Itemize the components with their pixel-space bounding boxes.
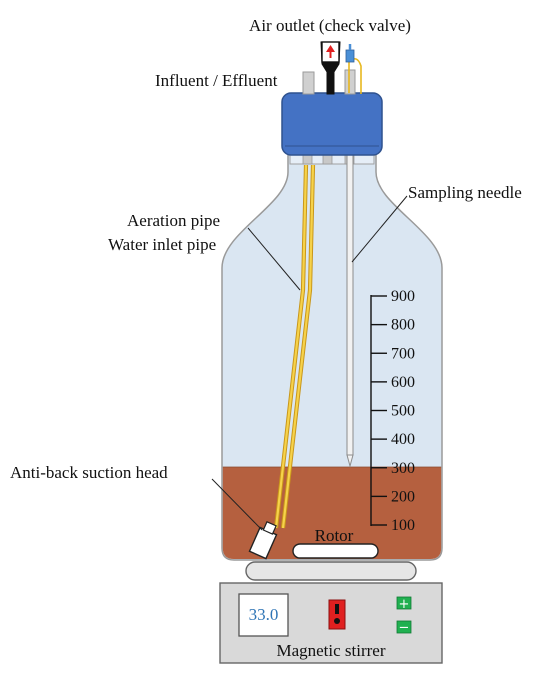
minus-symbol: − [399,621,410,636]
scale-tick-label: 200 [391,488,415,505]
scale-tick-label: 500 [391,403,415,420]
luer-fitting [345,49,355,63]
anti-back-suction-head [248,520,278,560]
bottle-body [221,154,443,561]
sampling-port [344,69,356,95]
scale-tick-label: 700 [391,345,415,362]
needle-leader-line [351,195,408,263]
sampling-needle [346,149,354,456]
sampling-needle-label: Sampling needle [408,183,522,202]
stir-bar-rotor [292,543,379,559]
up-arrow-icon [326,45,335,58]
aeration-pipe-label: Aeration pipe [127,211,220,230]
magnetic-stirrer-label: Magnetic stirrer [276,641,385,660]
influent-effluent-port [302,71,315,95]
scale-tick-label: 100 [391,517,415,534]
anti-back-suction-head-label: Anti-back suction head [10,463,168,482]
scale-tick-label: 800 [391,317,415,334]
water-inlet-pipe-label: Water inlet pipe [108,235,216,254]
plus-symbol: + [399,597,410,612]
plus-button-icon[interactable]: + [396,596,412,612]
sampling-needle-tip [346,454,354,468]
influent-effluent-label: Influent / Effluent [155,71,278,90]
scale-tick-label: 300 [391,460,415,477]
rotor-label: Rotor [315,526,354,545]
minus-button-icon[interactable]: − [396,621,412,636]
air-outlet-label: Air outlet (check valve) [249,16,411,35]
scale-tick-label: 400 [391,431,415,448]
temperature-display [238,593,289,637]
display-value: 33.0 [249,605,279,624]
stirrer-plate [245,561,417,581]
suction-head-leader-line [211,478,263,531]
scale-tick-label: 600 [391,374,415,391]
power-switch-icon[interactable] [328,599,346,630]
aeration-leader-line [247,227,301,291]
scale-tick-label: 900 [391,288,415,305]
liquid [222,467,442,559]
graduated-scale: 900 800 700 600 500 400 300 200 100 [370,288,415,534]
